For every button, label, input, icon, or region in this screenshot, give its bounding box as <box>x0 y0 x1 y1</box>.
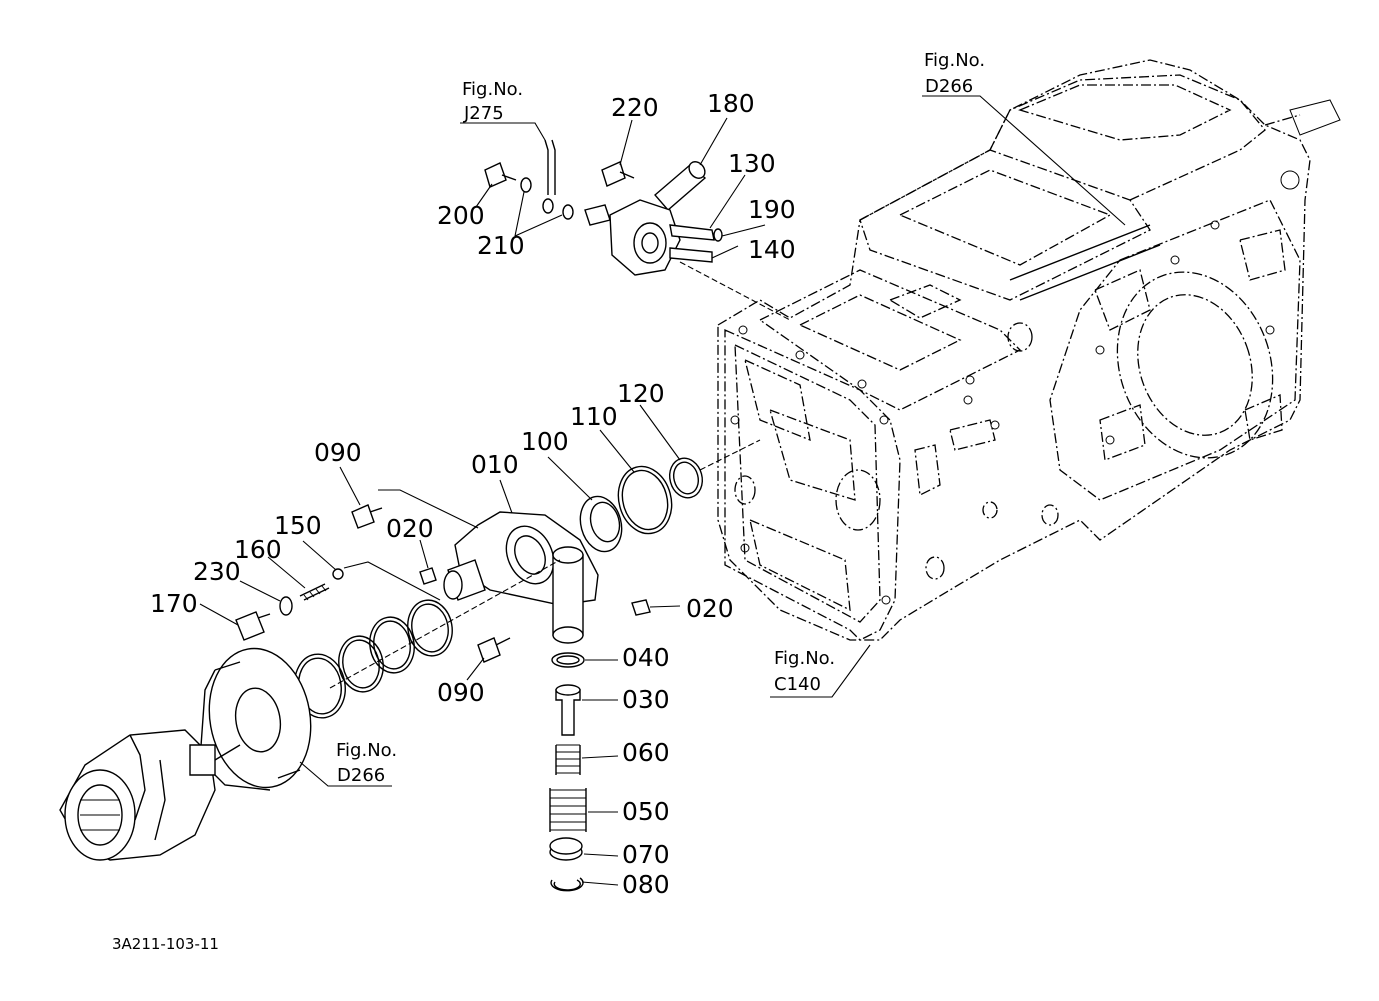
main-valve-housing <box>235 457 703 719</box>
pto-clutch-assembly <box>59 647 312 861</box>
fig-ref-j275-line1: Fig.No. <box>462 79 523 100</box>
label-130: 130 <box>728 149 776 178</box>
label-120: 120 <box>617 379 665 408</box>
transmission-case <box>717 59 1341 641</box>
label-070: 070 <box>622 840 670 869</box>
fig-ref-j275-line2: J275 <box>463 103 504 124</box>
label-230: 230 <box>193 557 241 586</box>
label-020-upper: 020 <box>386 514 434 543</box>
label-180: 180 <box>707 89 755 118</box>
top-valve-assembly <box>484 139 723 276</box>
label-160: 160 <box>234 535 282 564</box>
leader-lines <box>199 95 1126 886</box>
label-220: 220 <box>611 93 659 122</box>
label-200: 200 <box>437 201 485 230</box>
label-100: 100 <box>521 427 569 456</box>
label-030: 030 <box>622 685 670 714</box>
label-170: 170 <box>150 589 198 618</box>
label-080: 080 <box>622 870 670 899</box>
label-140: 140 <box>748 235 796 264</box>
label-190: 190 <box>748 195 796 224</box>
fig-ref-d266-bottom-line2: D266 <box>337 765 385 786</box>
label-010: 010 <box>471 450 519 479</box>
label-090-lower: 090 <box>437 678 485 707</box>
label-150: 150 <box>274 511 322 540</box>
label-040: 040 <box>622 643 670 672</box>
vertical-valve-stack <box>549 652 587 892</box>
label-210: 210 <box>477 231 525 260</box>
label-050: 050 <box>622 797 670 826</box>
fig-ref-d266-top-line1: Fig.No. <box>924 50 985 71</box>
fig-ref-c140-line2: C140 <box>774 674 821 695</box>
label-060: 060 <box>622 738 670 767</box>
fig-ref-d266-top-line2: D266 <box>925 76 973 97</box>
drawing-number: 3A211-103-11 <box>112 935 219 953</box>
fig-ref-c140-line1: Fig.No. <box>774 648 835 669</box>
figure-references: Fig.No. J275 Fig.No. D266 Fig.No. D266 F… <box>336 50 985 786</box>
fig-ref-d266-bottom-line1: Fig.No. <box>336 740 397 761</box>
label-020-right: 020 <box>686 594 734 623</box>
part-number-labels: 220 180 130 200 190 210 140 120 110 100 … <box>150 89 796 899</box>
label-090-upper: 090 <box>314 438 362 467</box>
label-110: 110 <box>570 402 618 431</box>
